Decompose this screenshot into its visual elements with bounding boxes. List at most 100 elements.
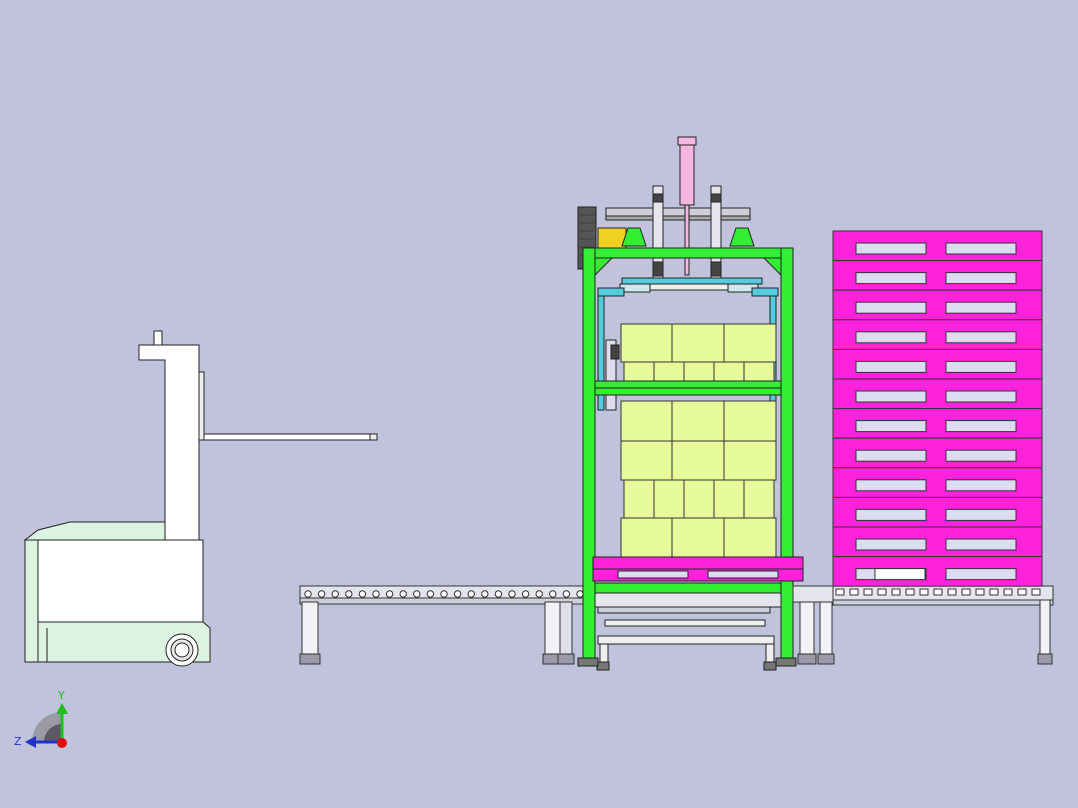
carton-box <box>683 361 715 383</box>
roller <box>1003 588 1013 596</box>
roller <box>576 590 584 598</box>
carton-box <box>743 361 775 383</box>
roller <box>989 588 999 596</box>
roller <box>891 588 901 596</box>
roller <box>304 590 312 598</box>
pallet-under-stack <box>592 556 804 570</box>
pallet-slot <box>855 331 927 344</box>
carton-box <box>723 440 777 481</box>
roller <box>413 590 421 598</box>
carton-box <box>620 440 674 481</box>
x-axis-dot <box>57 738 67 748</box>
roller <box>426 590 435 598</box>
carton-box <box>671 517 725 558</box>
carton-box <box>723 517 777 558</box>
roller <box>849 588 859 596</box>
pallet-slot <box>855 449 927 462</box>
carton-box <box>723 400 777 442</box>
carton-box <box>713 361 745 383</box>
roller <box>919 588 929 596</box>
frame-left-post <box>582 247 596 665</box>
agv-body <box>37 539 204 623</box>
pallet-slot <box>855 301 927 314</box>
roller <box>331 590 339 598</box>
roller <box>863 588 873 596</box>
roller <box>961 588 971 596</box>
pallet-slot <box>855 420 927 433</box>
pallet-slot <box>945 508 1017 521</box>
pallet-slot <box>945 568 1017 581</box>
pallet-slot <box>945 272 1017 285</box>
pallet-slot <box>855 272 927 285</box>
pallet-slot <box>945 331 1017 344</box>
clamp-arm-left <box>597 295 605 411</box>
carton-box <box>683 479 715 519</box>
roller <box>905 588 915 596</box>
box-stack <box>620 323 777 558</box>
pallet-fork-pocket <box>874 568 926 581</box>
carton-box <box>620 517 674 558</box>
clamp-head <box>621 277 763 285</box>
pallet-stack <box>832 230 1043 587</box>
z-axis-label: Z <box>14 735 22 748</box>
pallet-slot <box>945 538 1017 551</box>
roller <box>440 590 448 598</box>
frame-right-post <box>780 247 794 665</box>
roller <box>877 588 887 596</box>
coordinate-triad: Y Z <box>14 689 68 748</box>
top-rack <box>605 207 751 217</box>
conveyor-leg <box>301 601 319 655</box>
frame-lower-beam <box>594 582 782 594</box>
roller <box>947 588 957 596</box>
roller <box>835 588 845 596</box>
carton-box <box>671 440 725 481</box>
roller <box>535 590 543 598</box>
agv-fork <box>202 433 378 441</box>
pallet-slot <box>855 508 927 521</box>
roller <box>317 590 326 598</box>
pallet-slot <box>855 242 927 255</box>
roller <box>521 590 530 598</box>
roller <box>933 588 943 596</box>
conveyor-rollers <box>304 590 584 598</box>
pallet-slot <box>855 479 927 492</box>
roller <box>549 590 557 598</box>
cylinder-rod <box>684 204 690 276</box>
roller <box>562 590 571 598</box>
pallet-slot <box>855 538 927 551</box>
carton-box <box>623 361 655 383</box>
carton-box <box>671 400 725 442</box>
carton-box <box>713 479 745 519</box>
roller <box>975 588 985 596</box>
carton-box <box>723 323 777 363</box>
pallet-slot <box>945 301 1017 314</box>
roller <box>345 590 353 598</box>
frame-top-beam <box>582 247 794 259</box>
carton-box <box>653 479 685 519</box>
conveyor-leg <box>544 601 562 655</box>
y-axis-label: Y <box>57 689 65 702</box>
roller <box>385 590 394 598</box>
pallet-slot <box>945 360 1017 373</box>
pallet-slot <box>945 479 1017 492</box>
roller <box>494 590 503 598</box>
pallet-slot <box>855 360 927 373</box>
roller <box>481 590 489 598</box>
roller <box>467 590 475 598</box>
pallet-slot <box>945 449 1017 462</box>
pallet-slot <box>945 242 1017 255</box>
pallet-slot <box>945 420 1017 433</box>
pallet-slot <box>855 390 927 403</box>
roller <box>358 590 367 598</box>
agv-sensor <box>153 330 163 346</box>
lift-cylinder <box>679 144 695 206</box>
carton-box <box>671 323 725 363</box>
agv-forklift <box>23 330 378 667</box>
pallet-slot <box>945 390 1017 403</box>
agv-fork-carriage <box>198 371 205 441</box>
roller <box>399 590 407 598</box>
roller <box>372 590 380 598</box>
roller <box>1031 588 1041 596</box>
carton-box <box>623 479 655 519</box>
